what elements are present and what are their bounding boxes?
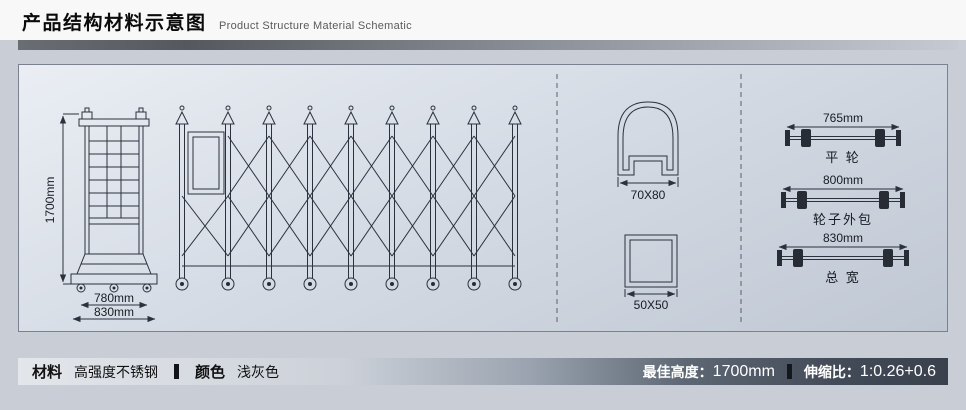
wheel-diagram-flat: 765mm 平 轮	[785, 111, 901, 165]
material-value: 高强度不锈钢	[74, 363, 159, 380]
gate-front-view-drawing	[175, 105, 522, 291]
best-height-value: 1700mm	[712, 362, 775, 380]
wheel-name-label: 轮子外包	[813, 212, 873, 227]
dim-width-top-label: 780mm	[94, 291, 134, 305]
schematic-drawing: 1700mm 780mm 830mm	[43, 74, 909, 323]
wheel-diagram-outer: 800mm 轮子外包	[781, 173, 905, 227]
wheel-name-label: 平 轮	[825, 150, 861, 165]
dim-height-label: 1700mm	[43, 177, 57, 224]
color-label: 颜色	[195, 364, 226, 381]
title-underline-bar	[18, 40, 958, 50]
ratio-value: 1:0.26+0.6	[859, 362, 936, 380]
material-label: 材料	[32, 364, 63, 381]
page-subtitle: Product Structure Material Schematic	[218, 20, 412, 32]
square-profile-drawing: 50X50	[624, 234, 678, 312]
wheel-dim-label: 800mm	[823, 173, 863, 187]
best-height-label: 最佳高度：	[642, 363, 713, 380]
schematic-panel: 1700mm 780mm 830mm	[18, 64, 948, 332]
spec-left-group: 材料 高强度不锈钢 颜色 浅灰色	[18, 361, 279, 382]
wheel-dim-label: 830mm	[823, 231, 863, 245]
color-value: 浅灰色	[237, 363, 280, 380]
divider-bar-icon	[786, 364, 792, 379]
ratio-label: 伸缩比：	[803, 363, 860, 380]
wheel-dim-label: 765mm	[823, 111, 863, 125]
gate-side-view-drawing: 1700mm 780mm 830mm	[43, 107, 158, 323]
wheel-name-label: 总 宽	[825, 270, 861, 285]
wheel-diagram-total: 830mm 总 宽	[777, 231, 909, 285]
header: 产品结构材料示意图 Product Structure Material Sch…	[0, 0, 966, 40]
spec-bar: 材料 高强度不锈钢 颜色 浅灰色 最佳高度： 1700mm 伸缩比： 1:0.2…	[18, 358, 948, 385]
arch-profile-drawing: 70X80	[617, 101, 679, 202]
square-profile-label: 50X50	[634, 298, 669, 312]
divider-bar-icon	[174, 364, 180, 379]
arch-profile-label: 70X80	[631, 188, 666, 202]
dim-width-bottom-label: 830mm	[94, 305, 134, 319]
spec-right-group: 最佳高度： 1700mm 伸缩比： 1:0.26+0.6	[643, 362, 948, 382]
page-title: 产品结构材料示意图	[22, 13, 207, 34]
